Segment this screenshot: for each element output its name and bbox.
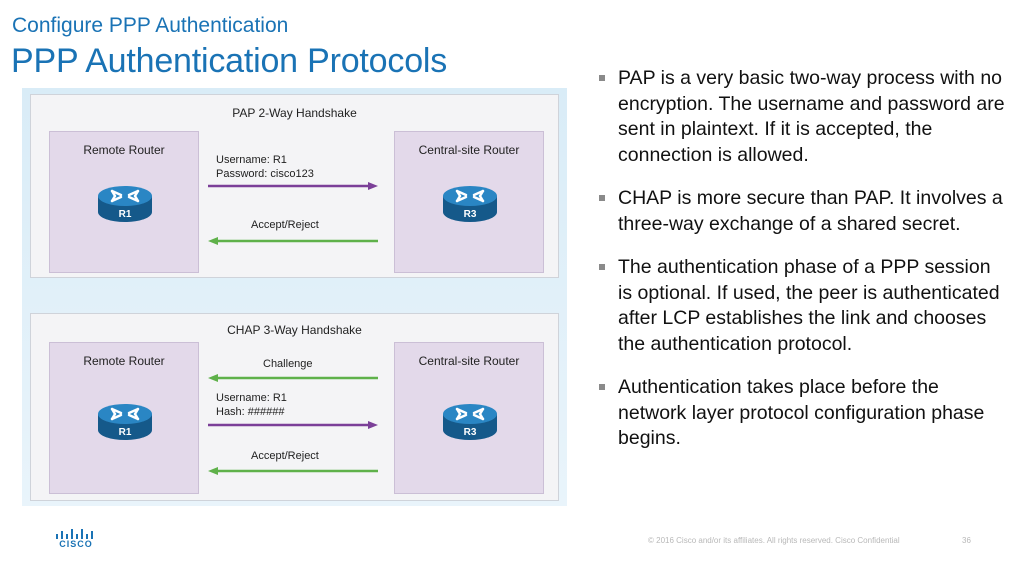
pap-accept-reject: Accept/Reject (251, 219, 319, 231)
bullet-item: CHAP is more secure than PAP. It involve… (596, 186, 1006, 237)
authentication-diagram: PAP 2-Way Handshake Remote Router R1 (22, 88, 567, 506)
chap-response-message: Username: R1 Hash: ###### (216, 391, 287, 419)
page-number: 36 (962, 536, 971, 545)
chap-panel: CHAP 3-Way Handshake Remote Router R1 (30, 313, 559, 501)
chap-remote-router-label: Remote Router (83, 354, 165, 368)
chap-username: Username: R1 (216, 392, 287, 404)
router-icon: R1 (96, 182, 154, 226)
pap-credentials-message: Username: R1 Password: cisco123 (216, 153, 314, 181)
copyright-footer: © 2016 Cisco and/or its affiliates. All … (648, 536, 900, 545)
pap-remote-router-box: Remote Router R1 (49, 131, 199, 273)
pap-title: PAP 2-Way Handshake (232, 106, 357, 120)
pap-r1-label: R1 (119, 209, 132, 220)
router-icon: R3 (441, 400, 499, 444)
pap-remote-router-label: Remote Router (83, 143, 165, 157)
chap-r3-label: R3 (464, 427, 477, 438)
router-icon: R1 (96, 400, 154, 444)
pap-password: Password: cisco123 (216, 168, 314, 180)
bullet-item: Authentication takes place before the ne… (596, 375, 1006, 452)
chap-hash: Hash: ###### (216, 406, 285, 418)
chap-remote-router-box: Remote Router R1 (49, 342, 199, 494)
chap-accept-reject: Accept/Reject (251, 450, 319, 462)
bullet-item: PAP is a very basic two-way process with… (596, 66, 1006, 168)
bullet-square-icon (599, 75, 605, 81)
bullet-square-icon (599, 384, 605, 390)
pap-central-router-box: Central-site Router R3 (394, 131, 544, 273)
cisco-logo-text: CISCO (59, 539, 93, 549)
router-icon: R3 (441, 182, 499, 226)
chap-result-arrow (208, 466, 378, 476)
bullet-item: The authentication phase of a PPP sessio… (596, 255, 1006, 357)
pap-r3-label: R3 (464, 209, 477, 220)
slide-title: PPP Authentication Protocols (11, 42, 448, 80)
bullet-square-icon (599, 195, 605, 201)
chap-challenge-arrow (208, 373, 378, 383)
pap-request-arrow (208, 181, 378, 191)
pap-central-router-label: Central-site Router (418, 143, 520, 157)
chap-response-arrow (208, 420, 378, 430)
pap-response-arrow (208, 236, 378, 246)
chap-title: CHAP 3-Way Handshake (227, 323, 362, 337)
bullet-square-icon (599, 264, 605, 270)
chap-central-router-label: Central-site Router (418, 354, 520, 368)
cisco-logo-icon (55, 527, 97, 553)
chap-central-router-box: Central-site Router R3 (394, 342, 544, 494)
chap-challenge: Challenge (263, 358, 313, 370)
pap-panel: PAP 2-Way Handshake Remote Router R1 (30, 94, 559, 278)
bullet-list: PAP is a very basic two-way process with… (596, 66, 1006, 470)
pap-username: Username: R1 (216, 154, 287, 166)
slide-subtitle: Configure PPP Authentication (12, 14, 289, 37)
chap-r1-label: R1 (119, 427, 132, 438)
